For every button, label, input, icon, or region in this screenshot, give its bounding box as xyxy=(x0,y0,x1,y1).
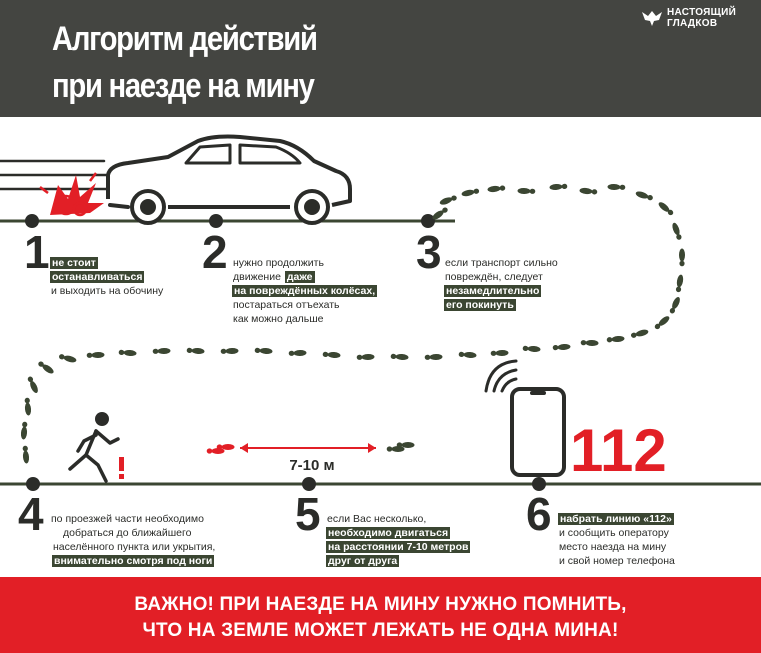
step-6-line-2: и сообщить оператору xyxy=(559,527,669,539)
step-2-line-4: постараться отъехать xyxy=(233,299,340,311)
step-5-line-3: на расстоянии 7-10 метров xyxy=(326,541,471,553)
step-2-line-2: движение xyxy=(233,271,281,283)
walking-person-icon xyxy=(68,412,120,483)
step-4-line-1: по проезжей части необходимо xyxy=(51,513,204,525)
step-3-line-2: повреждён, следует xyxy=(445,271,543,283)
step-6-line-3: место наезда на мину xyxy=(559,541,667,553)
brand-logo: НАСТОЯЩИЙ ГЛАДКОВ xyxy=(641,6,753,32)
step-1-line-1: не стоит xyxy=(50,257,98,269)
distance-indicator xyxy=(206,442,415,454)
step-1-line-2: останавливаться xyxy=(50,271,145,283)
header-banner: Алгоритм действий при наезде на мину НАС… xyxy=(0,0,761,117)
warning-line-1: ВАЖНО! ПРИ НАЕЗДЕ НА МИНУ НУЖНО ПОМНИТЬ, xyxy=(134,594,627,615)
step-4-line-3: населённого пункта или укрытия, xyxy=(53,541,216,553)
step-2-line-2-tail: даже xyxy=(284,271,315,283)
step-6-number: 6 xyxy=(526,488,552,540)
step-5-line-1: если Вас несколько, xyxy=(327,513,427,525)
algorithm-illustration: 7-10 м 112 xyxy=(0,134,761,491)
signal-waves-icon xyxy=(484,359,518,393)
step-2-line-1: нужно продолжить xyxy=(233,257,324,269)
step-2-line-5: как можно дальше xyxy=(233,313,324,325)
step-4-node xyxy=(26,477,40,491)
step-1-line-3: и выходить на обочину xyxy=(51,285,164,297)
step-3-node xyxy=(421,214,435,228)
step-4-line-4: внимательно смотря под ноги xyxy=(52,555,215,567)
step-5-line-2: необходимо двигаться xyxy=(326,527,451,539)
warning-banner: ВАЖНО! ПРИ НАЕЗДЕ НА МИНУ НУЖНО ПОМНИТЬ,… xyxy=(0,577,761,653)
step-3-line-1: если транспорт сильно xyxy=(445,257,558,269)
step-6-line-1: набрать линию «112» xyxy=(558,513,674,525)
title-line-2: при наезде на мину xyxy=(52,67,315,105)
warning-line-2: ЧТО НА ЗЕМЛЕ МОЖЕТ ЛЕЖАТЬ НЕ ОДНА МИНА! xyxy=(142,620,619,641)
title-line-1: Алгоритм действий xyxy=(52,20,318,58)
logo-line-2: ГЛАДКОВ xyxy=(667,18,718,29)
step-6-node xyxy=(532,477,546,491)
step-5-node xyxy=(302,477,316,491)
step-5-description: если Вас несколько, необходимо двигаться… xyxy=(326,512,471,568)
step-3-line-4: его покинуть xyxy=(444,299,516,311)
step-3-description: если транспорт сильно повреждён, следует… xyxy=(444,256,559,312)
logo-line-1: НАСТОЯЩИЙ xyxy=(667,7,737,18)
step-5-number: 5 xyxy=(295,488,321,540)
phone-icon xyxy=(510,387,566,477)
distance-label: 7-10 м xyxy=(289,457,334,474)
step-2-number: 2 xyxy=(202,226,228,278)
step-5-line-4: друг от друга xyxy=(326,555,400,567)
step-6-description: набрать линию «112» и сообщить оператору… xyxy=(558,512,676,568)
step-4-number: 4 xyxy=(18,488,44,540)
step-2-node xyxy=(209,214,223,228)
step-2-description: нужно продолжить движение даже на повреж… xyxy=(232,256,378,326)
step-1-number: 1 xyxy=(24,226,50,278)
eagle-logo-icon xyxy=(642,11,662,26)
explosion-icon xyxy=(39,172,104,217)
step-6-line-4: и свой номер телефона xyxy=(559,555,675,567)
step-1-description: не стоит останавливаться и выходить на о… xyxy=(50,256,164,298)
step-4-description: по проезжей части необходимо добраться д… xyxy=(48,512,216,568)
emergency-number: 112 xyxy=(570,417,667,484)
car-icon xyxy=(106,134,352,225)
step-3-number: 3 xyxy=(416,226,442,278)
step-1-node xyxy=(25,214,39,228)
step-4-line-2: добраться до ближайшего xyxy=(63,527,192,539)
step-3-line-3: незамедлительно xyxy=(444,285,542,297)
exclamation-icon xyxy=(119,457,124,479)
step-2-line-3: на повреждённых колёсах, xyxy=(232,285,378,297)
